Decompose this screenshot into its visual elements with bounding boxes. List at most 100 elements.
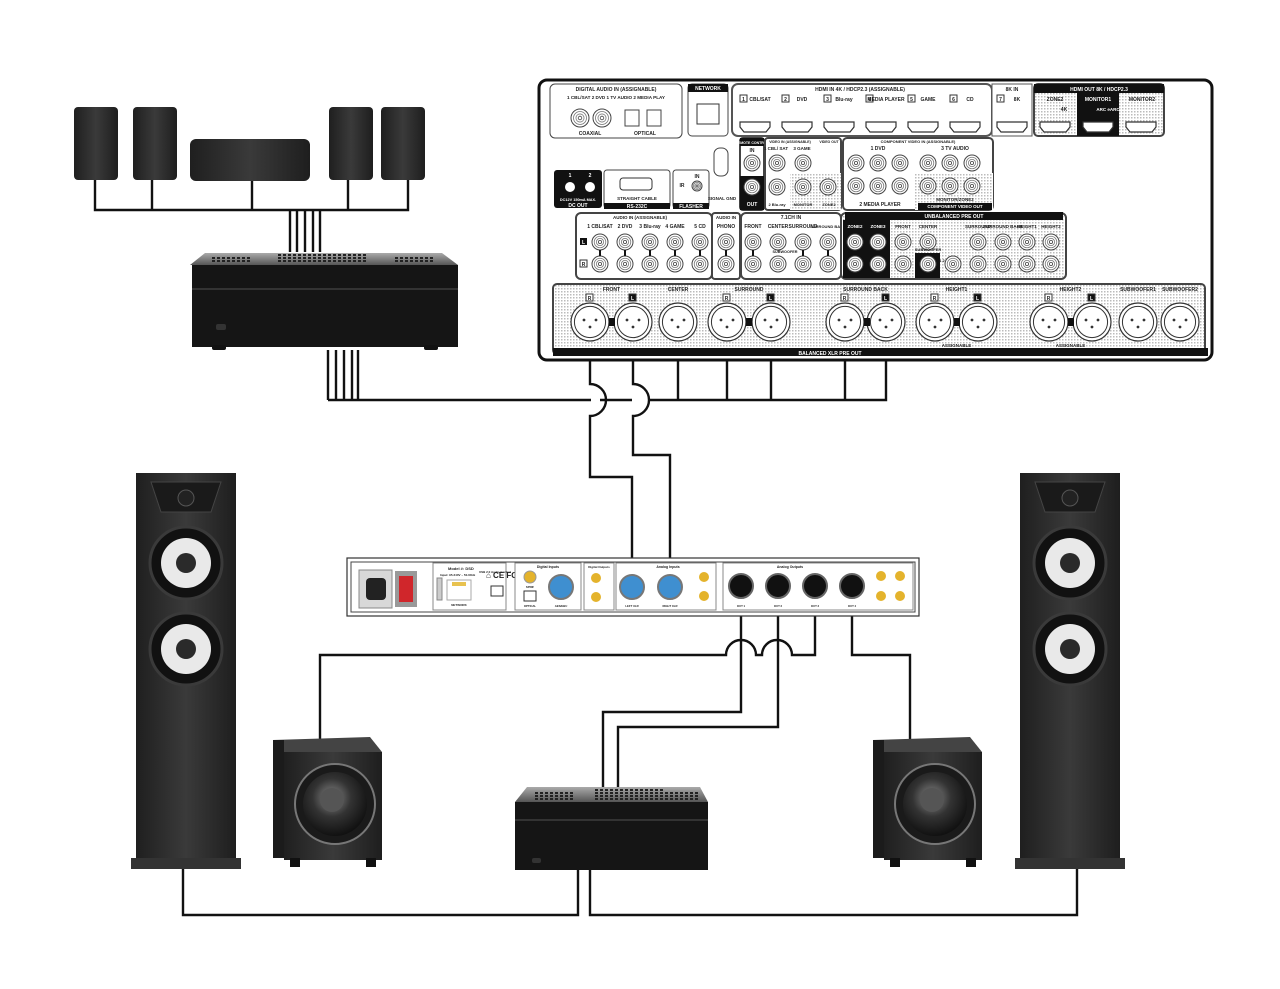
xlr-out-jack[interactable] [958, 302, 998, 342]
xlr-out-jack[interactable] [1118, 302, 1158, 342]
pre-out-jack[interactable] [969, 233, 987, 251]
hdmi-in-port[interactable] [823, 121, 855, 133]
pre-out-jack[interactable] [894, 233, 912, 251]
ch71-jack[interactable] [769, 233, 787, 251]
xlr-out-jack[interactable] [658, 302, 698, 342]
audio-in-r-jack[interactable] [691, 255, 709, 273]
hdmi-in-port[interactable] [949, 121, 981, 133]
phono-r-jack[interactable] [717, 255, 735, 273]
remote-in-jack[interactable] [743, 154, 761, 172]
dc-out-jack-2[interactable] [585, 182, 595, 192]
xlr-out-jack[interactable] [707, 302, 747, 342]
analog-out-rca-jack[interactable] [876, 591, 886, 601]
component-jack[interactable] [919, 177, 937, 195]
component-in-jack[interactable] [941, 154, 959, 172]
video-zone2-jack[interactable] [819, 178, 837, 196]
component-jack[interactable] [963, 177, 981, 195]
network-port[interactable] [696, 103, 720, 125]
audio-in-l-jack[interactable] [591, 233, 609, 251]
rs232c-port[interactable] [619, 177, 653, 191]
ch71-jack[interactable] [794, 255, 812, 273]
usb-port[interactable] [490, 585, 504, 597]
hdmi-in-port[interactable] [739, 121, 771, 133]
hdmi-out-monitor2-port[interactable] [1125, 121, 1157, 133]
pre-out-jack[interactable] [846, 255, 864, 273]
analog-out-rca-jack[interactable] [876, 571, 886, 581]
component-jack[interactable] [847, 177, 865, 195]
xlr-out-jack[interactable] [751, 302, 791, 342]
pre-out-jack[interactable] [894, 255, 912, 273]
video-in-3-jack[interactable] [794, 154, 812, 172]
component-in-jack[interactable] [847, 154, 865, 172]
hdmi-in-port[interactable] [865, 121, 897, 133]
optical-in-2[interactable] [646, 109, 662, 127]
analog-out-rca-jack[interactable] [895, 591, 905, 601]
xlr-out-jack[interactable] [915, 302, 955, 342]
analog-out-xlr-jack[interactable] [839, 573, 865, 599]
coaxial-in-1[interactable] [570, 108, 590, 128]
digital-out-1-jack[interactable] [591, 592, 601, 602]
component-in-jack[interactable] [919, 154, 937, 172]
remote-out-jack[interactable] [743, 178, 761, 196]
analog-in-2-jack[interactable] [699, 572, 709, 582]
xlr-out-jack[interactable] [1072, 302, 1112, 342]
audio-in-l-jack[interactable] [616, 233, 634, 251]
xlr-out-jack[interactable] [1160, 302, 1200, 342]
xlr-out-jack[interactable] [613, 302, 653, 342]
pre-out-jack[interactable] [919, 255, 937, 273]
video-in-1-jack[interactable] [768, 154, 786, 172]
audio-in-l-jack[interactable] [691, 233, 709, 251]
optical-in-1[interactable] [624, 109, 640, 127]
left-xlr-in-jack[interactable] [619, 574, 645, 600]
component-jack[interactable] [891, 177, 909, 195]
pre-out-jack[interactable] [1018, 255, 1036, 273]
pre-out-jack[interactable] [994, 255, 1012, 273]
pre-out-jack[interactable] [944, 255, 962, 273]
pre-out-jack[interactable] [869, 233, 887, 251]
digital-out-2-jack[interactable] [591, 573, 601, 583]
pre-out-jack[interactable] [1042, 233, 1060, 251]
hdmi-out-zone2-port[interactable] [1039, 121, 1071, 133]
dc-out-jack-1[interactable] [565, 182, 575, 192]
optical-in-jack[interactable] [523, 590, 537, 602]
ch71-jack[interactable] [744, 255, 762, 273]
ch71-jack[interactable] [794, 233, 812, 251]
phono-l-jack[interactable] [717, 233, 735, 251]
pre-out-jack[interactable] [1042, 255, 1060, 273]
ch71-jack[interactable] [744, 233, 762, 251]
ch71-jack[interactable] [769, 255, 787, 273]
pre-out-jack[interactable] [846, 233, 864, 251]
xlr-out-jack[interactable] [866, 302, 906, 342]
hdmi-8k-in-port[interactable] [996, 121, 1028, 133]
audio-in-r-jack[interactable] [641, 255, 659, 273]
aes-ebu-jack[interactable] [548, 574, 574, 600]
component-in-jack[interactable] [891, 154, 909, 172]
spdif-in-jack[interactable] [523, 570, 537, 584]
component-in-jack[interactable] [869, 154, 887, 172]
xlr-out-jack[interactable] [825, 302, 865, 342]
pre-out-jack[interactable] [1018, 233, 1036, 251]
right-xlr-in-jack[interactable] [657, 574, 683, 600]
analog-out-rca-jack[interactable] [895, 571, 905, 581]
analog-out-xlr-jack[interactable] [765, 573, 791, 599]
hdmi-out-monitor1-port[interactable] [1082, 121, 1114, 133]
component-jack[interactable] [869, 177, 887, 195]
video-monitor-jack[interactable] [794, 178, 812, 196]
ch71-jack[interactable] [819, 233, 837, 251]
coaxial-in-2[interactable] [592, 108, 612, 128]
audio-in-r-jack[interactable] [616, 255, 634, 273]
analog-in-1-jack[interactable] [699, 591, 709, 601]
audio-in-l-jack[interactable] [641, 233, 659, 251]
pre-out-center-jack[interactable] [919, 233, 937, 251]
pre-out-jack[interactable] [969, 255, 987, 273]
hdmi-in-port[interactable] [781, 121, 813, 133]
analog-out-xlr-jack[interactable] [802, 573, 828, 599]
xlr-out-jack[interactable] [570, 302, 610, 342]
analog-out-xlr-jack[interactable] [728, 573, 754, 599]
audio-in-l-jack[interactable] [666, 233, 684, 251]
signal-gnd-terminal[interactable] [713, 147, 729, 177]
xlr-out-jack[interactable] [1029, 302, 1069, 342]
pre-out-jack[interactable] [994, 233, 1012, 251]
audio-in-r-jack[interactable] [666, 255, 684, 273]
flasher-jack[interactable] [691, 180, 703, 192]
